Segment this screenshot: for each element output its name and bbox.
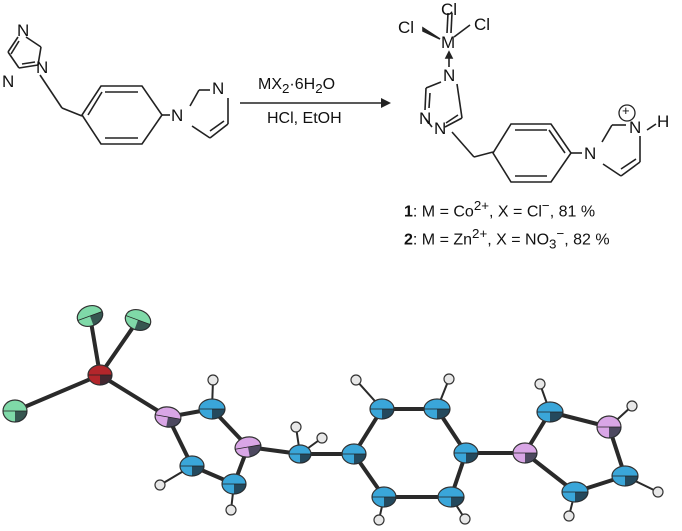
atom-c-3 (341, 443, 367, 465)
result-1-text: : M = Co (412, 203, 474, 221)
product-triazole-ring (424, 81, 463, 128)
reactant-n-top: N (17, 21, 30, 40)
solvent-label: HCl, EtOH (267, 110, 342, 127)
atom-h-7 (443, 373, 455, 385)
atom-c-4 (369, 398, 395, 420)
product-cl-top: Cl (441, 0, 458, 19)
crystal-structure (2, 305, 664, 526)
atom-c-5 (423, 398, 451, 420)
reactant-imidazole (162, 89, 229, 139)
atom-h-2 (154, 479, 166, 491)
product-benzene-ring (492, 123, 572, 183)
structure-bonds (13, 314, 627, 499)
atom-cl-2 (124, 309, 152, 331)
reagent-tail: ·6H (289, 76, 316, 93)
result-2-sub: 3 (549, 236, 557, 252)
result-1-number: 1 (404, 203, 413, 221)
atom-h-5 (316, 432, 328, 444)
reagent-label: MX2·6H2O (258, 76, 335, 96)
reactant-linker (39, 74, 83, 117)
structure-atoms (2, 305, 664, 526)
reactant-n-imid-left: N (171, 106, 184, 125)
result-1-mid: , X = Cl (489, 203, 542, 221)
atom-metal (87, 364, 113, 386)
result-line-1: 1: M = Co2+, X = Cl−, 81 % (404, 198, 595, 221)
result-line-2: 2: M = Zn2+, X = NO3−, 82 % (404, 226, 610, 252)
product-n-imid: N (584, 144, 597, 163)
reagent-end: O (322, 76, 336, 93)
reagent-main: MX (258, 76, 282, 93)
atom-cl-3 (2, 399, 28, 423)
reactant-n-bottom: N (2, 72, 15, 91)
product-linker (451, 131, 494, 158)
result-1-sup1: 2+ (473, 198, 490, 213)
product-metal-center (422, 12, 471, 67)
product-metal: M (441, 33, 456, 52)
reagent-sub: 2 (282, 81, 290, 97)
atom-c-1 (198, 398, 226, 420)
atom-n-4 (512, 442, 538, 464)
reactant-benzene-ring (81, 85, 163, 145)
product-cl-left: Cl (398, 18, 415, 37)
product-cl-right: Cl (474, 15, 491, 34)
result-2-tail: , 82 % (564, 231, 610, 249)
reagent-sub2: 2 (315, 81, 323, 97)
atom-n-3 (179, 455, 205, 477)
atom-c-11 (561, 481, 589, 503)
atom-h-10 (534, 378, 546, 390)
atom-c-10 (611, 465, 639, 487)
result-1-sup2: − (541, 198, 550, 213)
result-1-tail: , 81 % (549, 203, 596, 221)
atom-c-6 (453, 442, 479, 464)
reactant-n-ring: N (36, 58, 49, 77)
atom-h-11 (626, 400, 638, 412)
atom-h-3 (225, 504, 237, 516)
result-2-sup2: − (556, 226, 565, 241)
product-charge: + (622, 103, 630, 118)
atom-h-9 (459, 513, 471, 525)
result-2-sup1: 2+ (472, 226, 488, 241)
atom-c-8 (371, 486, 397, 508)
product-n-bottom: N (419, 109, 432, 128)
product-n-left: N (434, 119, 447, 138)
atom-n-5 (596, 415, 622, 439)
reactant-triazole-ring (7, 36, 42, 69)
atom-h-13 (563, 510, 575, 522)
reaction-arrow (240, 98, 391, 108)
atom-h-12 (652, 486, 664, 498)
product-n-plus: N (629, 118, 642, 137)
atom-h-4 (290, 421, 302, 433)
atom-h-1 (207, 374, 219, 386)
reactant-n-imid-right: N (212, 79, 225, 98)
atom-h-8 (373, 514, 385, 526)
product-n-coord: N (443, 66, 456, 85)
result-2-text: : M = Zn (412, 231, 473, 249)
atom-c-7 (437, 486, 465, 508)
atom-cl-1 (76, 305, 104, 327)
atom-n-1 (154, 406, 182, 428)
atom-n-2 (234, 436, 262, 458)
result-2-number: 2 (404, 231, 413, 249)
atom-c-9 (536, 401, 564, 423)
product-h: H (657, 112, 670, 131)
atom-c-2 (221, 473, 247, 495)
product-imidazolium (571, 104, 657, 177)
atom-c-ch2 (288, 444, 312, 464)
atom-h-6 (350, 374, 362, 386)
result-2-mid: , X = NO (487, 231, 550, 249)
